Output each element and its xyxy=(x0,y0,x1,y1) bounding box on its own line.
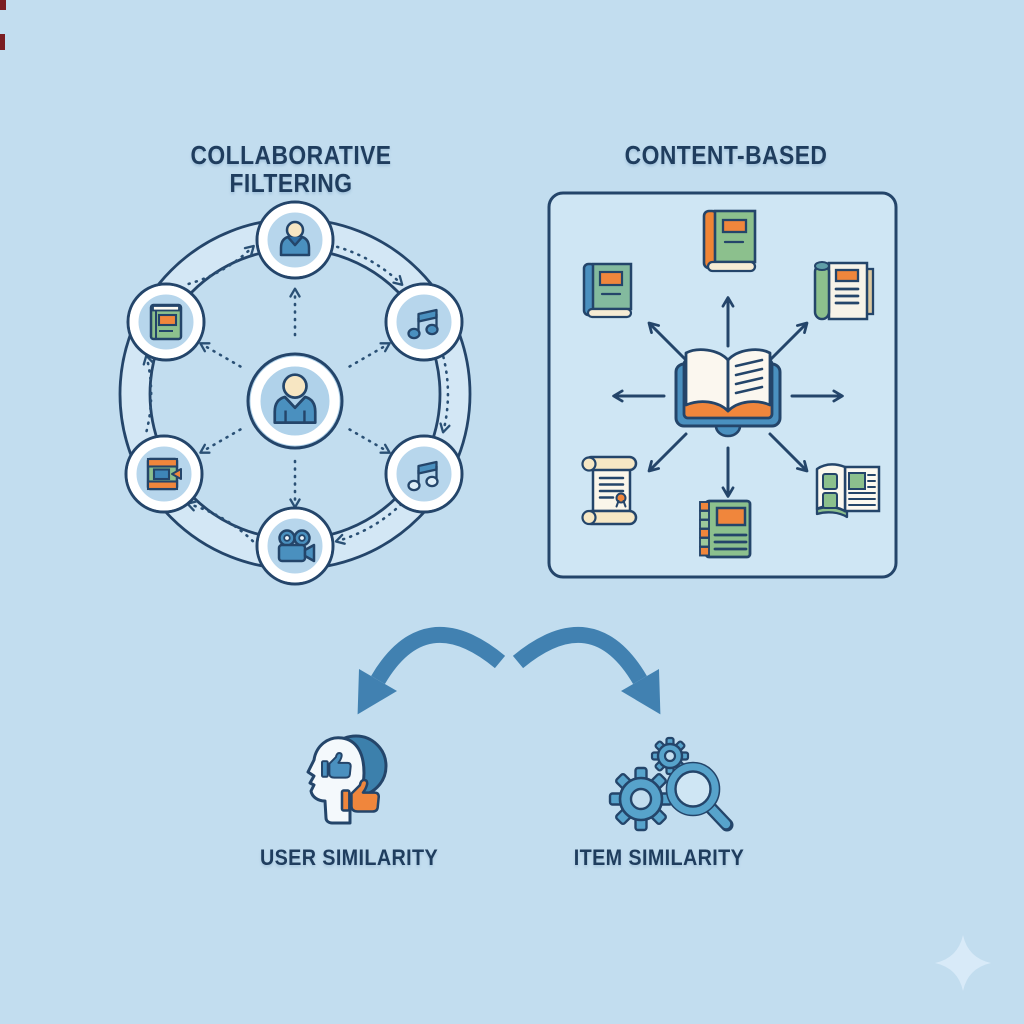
collab-title-line1: COLLABORATIVE xyxy=(190,140,392,170)
user-icon xyxy=(279,220,311,257)
content-title-text: CONTENT-BASED xyxy=(624,140,828,170)
large-gear-icon xyxy=(608,766,674,832)
center-radial-arrows xyxy=(199,287,391,509)
content-based-panel xyxy=(547,191,898,579)
ring-node-upper-right xyxy=(384,282,464,362)
edge-artifact-left xyxy=(0,34,5,50)
content-based-title: CONTENT-BASED xyxy=(550,140,902,170)
arrow-to-item-similarity xyxy=(512,627,661,715)
ring-node-bottom xyxy=(255,506,335,586)
arrow-to-user-similarity xyxy=(357,627,506,715)
item-similarity-label: ITEM SIMILARITY xyxy=(573,845,745,870)
ring-node-upper-left xyxy=(126,282,206,362)
user-similarity-label: USER SIMILARITY xyxy=(259,845,439,870)
book-icon xyxy=(149,303,183,341)
music-note-icon xyxy=(407,460,439,492)
center-user-node xyxy=(246,352,344,450)
video-tape-icon xyxy=(146,457,182,491)
magazine-icon xyxy=(815,463,881,519)
thumbs-up-blue-icon xyxy=(321,752,352,779)
open-book-icon xyxy=(674,348,782,438)
panel-radial-arrows xyxy=(612,296,844,498)
gears-magnifier-icon xyxy=(608,736,734,832)
notebook-icon xyxy=(699,499,752,559)
collaborative-filtering-title: COLLABORATIVE FILTERING xyxy=(115,140,467,198)
scroll-certificate-icon xyxy=(581,455,638,526)
ring-node-top xyxy=(255,200,335,280)
ring-flow-arrows xyxy=(142,244,451,545)
rolled-document-icon xyxy=(813,261,875,321)
music-note-icon xyxy=(407,308,439,340)
branch-arrows xyxy=(357,627,661,715)
ring-node-lower-left xyxy=(124,434,204,514)
sparkle-icon xyxy=(935,935,991,991)
teal-book-icon xyxy=(582,262,633,319)
green-book-icon xyxy=(702,209,757,273)
edge-artifact-top xyxy=(0,0,6,10)
movie-camera-icon xyxy=(277,529,316,563)
ring-node-lower-right xyxy=(384,434,464,514)
user-profile-icon xyxy=(273,373,317,424)
thumbs-up-orange-icon xyxy=(340,778,381,813)
head-profile-thumbs-up-icon xyxy=(306,734,388,825)
magnifier-icon xyxy=(665,761,734,832)
collaborative-filtering-diagram xyxy=(118,200,472,586)
collab-title-line2: FILTERING xyxy=(229,167,353,198)
